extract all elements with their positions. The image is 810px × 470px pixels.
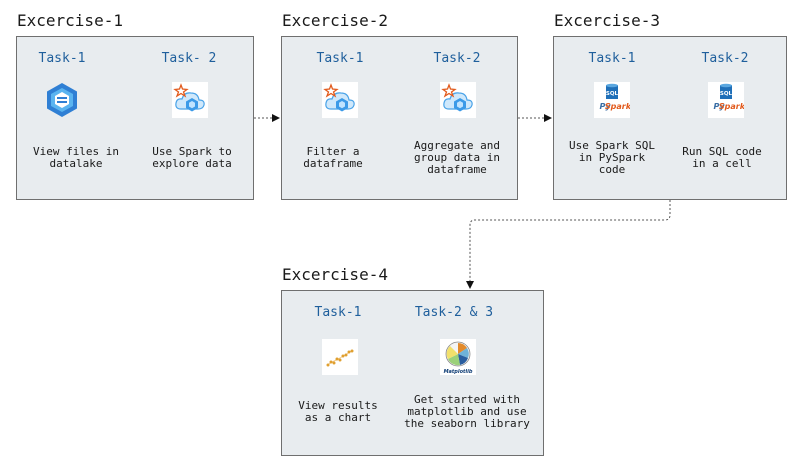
ex4-task2-label: Task-2 & 3: [414, 305, 494, 320]
ex2-task2-desc: Aggregate and group data in dataframe: [413, 139, 501, 176]
synapse-icon: [44, 82, 80, 118]
ex1-task2-label: Task- 2: [161, 51, 217, 66]
sql-text: SQL: [606, 91, 619, 97]
py-text: Py: [713, 102, 725, 111]
spark-cloud-icon: [322, 82, 358, 118]
exercise-2-box: [281, 36, 518, 200]
ex3-task2-label: Task-2: [701, 51, 749, 66]
exercise-1-box: [16, 36, 254, 200]
matplotlib-text: Matplotlib: [444, 369, 473, 375]
exercise-3-box: [553, 36, 787, 200]
ex3-task1-label: Task-1: [588, 51, 636, 66]
ex2-task1-label: Task-1: [316, 51, 364, 66]
ex2-task1-desc: Filter a dataframe: [303, 145, 363, 170]
exercise-1-title: Excercise-1: [17, 11, 123, 30]
spark-text: Spark: [719, 102, 744, 111]
ex3-task2-desc: Run SQL code in a cell: [682, 145, 762, 170]
ex4-task1-desc: View results as a chart: [298, 399, 378, 424]
ex2-task2-label: Task-2: [433, 51, 481, 66]
arrow-ex3-to-ex4: [466, 200, 671, 289]
ex1-task2-desc: Use Spark to explore data: [152, 145, 232, 170]
ex1-task1-desc: View files in datalake: [32, 145, 120, 170]
pyspark-sql-icon: SQL Py Spark: [708, 82, 746, 118]
spark-cloud-icon: [172, 82, 208, 118]
ex3-task1-desc: Use Spark SQL in PySpark code: [568, 139, 656, 176]
ex1-task1-label: Task-1: [38, 51, 86, 66]
spark-cloud-icon: [440, 82, 476, 118]
spark-text: Spark: [605, 102, 630, 111]
matplotlib-icon: Matplotlib: [440, 339, 476, 375]
py-text: Py: [599, 102, 611, 111]
exercise-2-title: Excercise-2: [282, 11, 388, 30]
pyspark-sql-icon: SQL Py Spark: [594, 82, 632, 118]
exercise-3-title: Excercise-3: [554, 11, 660, 30]
exercise-4-title: Excercise-4: [282, 265, 388, 284]
scatter-chart-icon: [322, 339, 358, 375]
ex4-task1-label: Task-1: [314, 305, 362, 320]
sql-text: SQL: [720, 91, 733, 97]
ex4-task2-desc: Get started with matplotlib and use the …: [404, 393, 530, 430]
